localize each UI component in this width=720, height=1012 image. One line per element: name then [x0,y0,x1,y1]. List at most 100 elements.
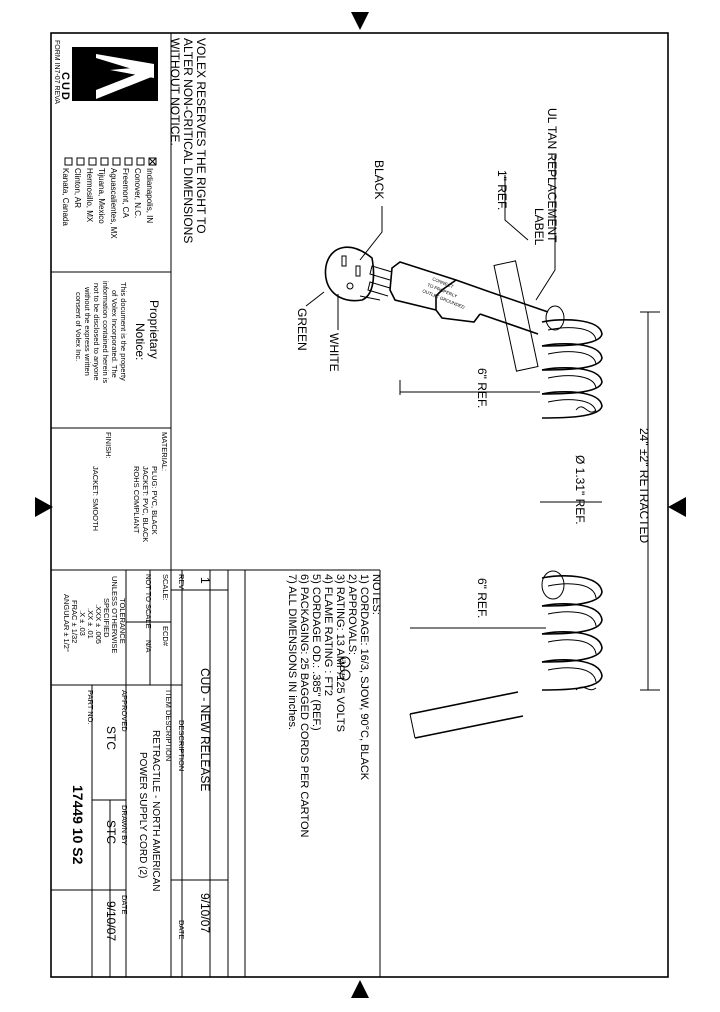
item-line: POWER SUPPLY CORD (2) [137,752,148,878]
coil-turn [541,318,603,347]
white-callout: WHITE [327,333,341,372]
reserves-line: VOLEX RESERVES THE RIGHT TO [194,38,208,234]
location-label: Conover, N.C. [133,168,142,218]
retractile-cord [409,291,603,739]
signoff-date-label: DATE [120,895,129,914]
coil-turn [541,603,603,635]
note-line: 6) PACKAGING: 25 BAGGED CORDS PER CARTON [298,574,310,838]
coil-turn-inner [547,667,597,683]
notes-title: NOTES: [370,574,382,615]
bottom-center-marker [351,980,369,998]
location-checkbox [88,157,97,166]
location-label: Clinton, AR [73,168,82,208]
notes-block: NOTES: 1) CORDAGE: 16/3, SJOW, 90°C, BLA… [286,574,382,838]
material-label: MATERIAL: [160,432,169,471]
location-checkbox [112,157,121,166]
location-checkbox [64,157,73,166]
coil-turn [541,390,603,419]
black-callout: BLACK [372,160,386,199]
coil-turn [541,342,603,371]
finish-value: JACKET: SMOOTH [91,466,100,531]
rev-date: 9/10/07 [198,893,212,933]
rev-label: REV [177,574,186,589]
proprietary-line: This document is the property [119,282,128,381]
right-center-marker [668,497,686,517]
material-line: ROHS COMPLIANT [132,466,141,534]
ecd-value: N/A [144,640,153,653]
reserves-line: ALTER NON-CRITICAL DIMENSIONS [181,38,195,243]
form-number: FORM IN7-07 REVA [53,40,60,104]
tolerance-line: .XX ± .01 [86,608,95,639]
proprietary-line: not to be disclosed to anyone [92,283,101,381]
proprietary-title-2: Notice: [133,323,147,360]
coil-turn-inner [547,399,597,413]
proprietary-line: consent of Volex Inc. [74,292,83,361]
item-label: ITEM DESCRIPTION [164,690,173,761]
coil-turn-inner [547,351,597,365]
approved-value: STC [104,726,118,750]
volex-logo: Volex [72,47,158,101]
location-label: Kanata, Canada [61,168,70,226]
proprietary-title: Proprietary [147,300,161,359]
tolerance-line: TOLERANCE [118,598,127,644]
six-inch-ref-b: 6" REF. [475,578,489,618]
coil-turn-inner [547,375,597,389]
coil-turn [541,575,603,607]
location-label: Freemont, CA [121,168,130,218]
item-line: RETRACTILE - NORTH AMERICAN [150,730,161,892]
material-line: PLUG: PVC, BLACK [150,466,159,535]
location-checkbox [136,157,145,166]
tolerance-line: .X ± .03 [78,610,87,636]
location-label: Indianapolis, IN [145,168,154,223]
note-line: 7) ALL DIMENSIONS IN inches. [286,574,298,730]
tolerance-line: ANGULAR ± 1/2° [62,594,71,652]
location-checkbox [76,157,85,166]
location-label: Hermosillo, MX [85,168,94,223]
location-label: Tijuana, Mexico [97,168,106,224]
approval-marks: UL CSA [339,656,351,681]
drawing-border [50,32,669,978]
left-center-marker [35,497,53,517]
note-line: 4) FLAME RATING : FT2 [322,574,334,696]
one-inch-ref: 1" REF. [495,170,509,210]
part-number: 17449 10 S2 [70,785,86,865]
date-label: DATE [177,920,186,939]
ul-label-callout-2: LABEL [532,208,546,246]
reserves-notice: VOLEX RESERVES THE RIGHT TO ALTER NON-CR… [168,38,208,243]
signoff-date: 9/10/07 [104,901,118,941]
logo-brand: Volex [83,51,97,82]
top-center-marker [351,12,369,30]
rev-description: CUD - NEW RELEASE [198,668,212,791]
material-line: JACKET: PVC, BLACK [141,466,150,542]
six-inch-ref-a: 6" REF. [475,368,489,408]
green-callout: GREEN [295,308,309,351]
ecd-label: ECD# [161,626,170,647]
ul-label-callout: UL TAN REPLACEMENT [545,108,559,243]
location-checkbox [124,157,133,166]
reserves-line: WITHOUT NOTICE. [168,38,182,146]
material-block: MATERIAL: PLUG: PVC, BLACK JACKET: PVC, … [91,432,169,542]
rev-number: 1 [198,577,212,584]
logo-division: CUD [59,72,71,102]
note-line: 3) RATING: 13 AMP/125 VOLTS [334,574,346,732]
scale-label: SCALE: [161,574,170,601]
csa-mark: CSA [341,670,346,679]
ul-mark: UL [340,658,346,665]
description-label: DESCRIPTION [177,720,186,771]
tolerance-line: .XXX ± .005 [94,604,103,644]
proprietary-line: information contained herein is [101,281,110,383]
checkbox-mark [148,157,157,166]
item-description: ITEM DESCRIPTION RETRACTILE - NORTH AMER… [137,690,173,892]
scale-value: NOT TO SCALE [144,574,153,629]
tolerance-line: FRAC ± 1/32 [70,600,79,643]
coil-turn-inner [547,639,597,655]
proprietary-line: without the express written [83,286,92,376]
note-line: 5) CORDAGE OD.: .385" (REF.) [310,574,322,731]
tolerance-block: TOLERANCE UNLESS OTHERWISE SPECIFIED .XX… [62,576,127,653]
dimension-lines: 24" ±2" RETRACTED 6" REF. Ø 1.31" REF. 6… [399,311,660,691]
tolerance-line: UNLESS OTHERWISE [110,576,119,653]
note-line: 1) CORDAGE: 16/3, SJOW, 90°C, BLACK [358,574,370,781]
retracted-dimension: 24" ±2" RETRACTED [637,428,651,543]
